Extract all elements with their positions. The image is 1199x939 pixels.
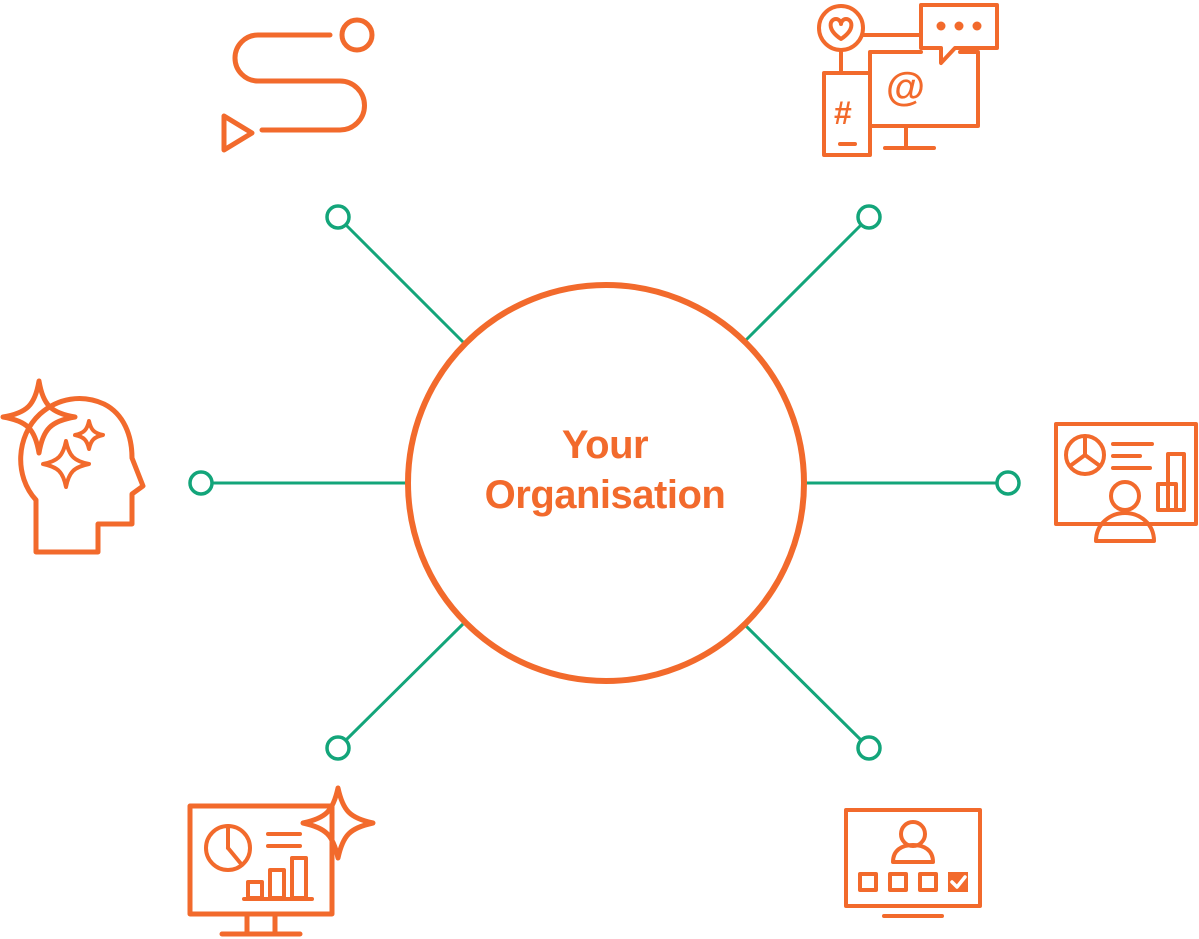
connector-lines (213, 222, 996, 743)
connector-top-right (744, 222, 864, 342)
center-label: Your Organisation (405, 420, 805, 520)
dashboard-insights-icon (187, 785, 376, 937)
node-bottom-left (325, 735, 351, 761)
node-right (995, 470, 1021, 496)
connector-nodes (188, 204, 1021, 761)
node-bottom-right (856, 735, 882, 761)
center-label-line2: Organisation (484, 473, 726, 517)
online-assessment-icon (844, 808, 982, 918)
social-channels-icon: @ # (817, 3, 999, 157)
svg-text:#: # (834, 95, 852, 131)
node-top-left (325, 204, 351, 230)
creative-mind-icon (0, 378, 146, 555)
center-label-line1: Your (561, 423, 649, 467)
journey-path-icon (221, 17, 375, 153)
center-circle (405, 282, 807, 684)
connector-bottom-right (744, 624, 864, 743)
node-top-right (856, 204, 882, 230)
connector-top-left (343, 222, 465, 344)
svg-text:@: @ (886, 65, 925, 109)
presentation-analytics-icon (1054, 422, 1198, 543)
connector-bottom-left (343, 622, 465, 743)
node-left (188, 470, 214, 496)
